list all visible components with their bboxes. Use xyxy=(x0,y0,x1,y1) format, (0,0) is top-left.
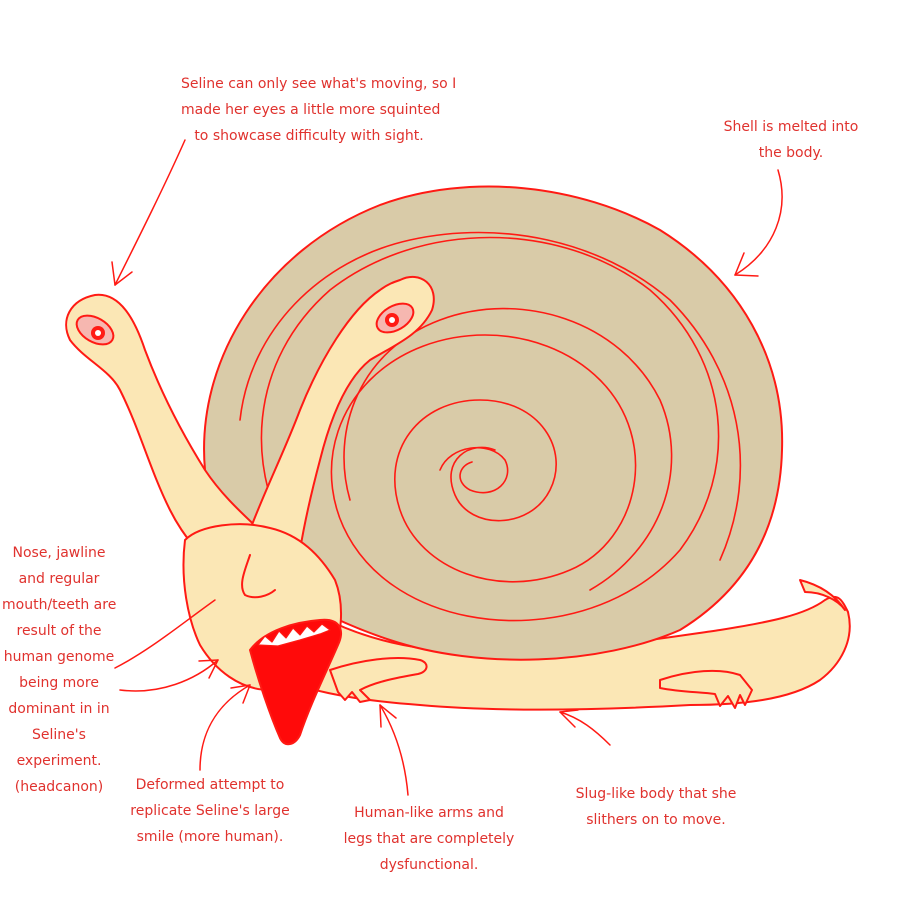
annotation-line: dysfunctional. xyxy=(379,857,479,873)
annotation-line: made her eyes a little more squinted xyxy=(181,102,441,118)
human-like-leg xyxy=(659,669,753,709)
annotation-line: smile (more human). xyxy=(136,829,284,845)
teeth xyxy=(257,623,331,647)
human-like-arm xyxy=(329,657,428,703)
left-eye xyxy=(75,314,115,346)
nose xyxy=(241,554,276,599)
tail-tip xyxy=(799,579,846,611)
annotation-line: slithers on to move. xyxy=(586,812,726,828)
annotation-line: Shell is melted into xyxy=(723,119,859,135)
annotation-line: mouth/teeth are xyxy=(2,597,117,613)
annotation-line: Seline's xyxy=(32,727,86,743)
annotation-line: the body. xyxy=(758,145,824,161)
annotation-line: being more xyxy=(19,675,99,691)
annotation-line: Human-like arms and xyxy=(354,805,504,821)
annotation-line: Seline can only see what's moving, so I xyxy=(181,76,457,92)
mouth xyxy=(249,618,342,746)
annotation-face: Nose, jawline and regular mouth/teeth ar… xyxy=(2,540,116,800)
annotation-line: Nose, jawline xyxy=(12,545,106,561)
annotation-arrows xyxy=(111,139,783,796)
annotation-line: replicate Seline's large xyxy=(130,803,290,819)
annotation-smile: Deformed attempt to replicate Seline's l… xyxy=(130,772,290,850)
right-eye-stalk xyxy=(249,275,435,551)
annotation-limbs: Human-like arms and legs that are comple… xyxy=(340,800,518,878)
annotation-line: Slug-like body that she xyxy=(575,786,737,802)
annotation-eyes: Seline can only see what's moving, so I … xyxy=(181,71,457,149)
annotation-line: experiment. xyxy=(16,753,102,769)
annotation-line: legs that are completely xyxy=(343,831,515,847)
right-eye xyxy=(375,302,415,334)
annotation-line: result of the xyxy=(16,623,102,639)
shell-spiral xyxy=(239,231,742,622)
annotation-line: to showcase difficulty with sight. xyxy=(194,128,424,144)
annotation-line: (headcanon) xyxy=(14,779,104,795)
annotation-line: dominant in in xyxy=(8,701,110,717)
shell xyxy=(203,185,784,661)
annotation-line: Deformed attempt to xyxy=(135,777,285,793)
annotation-line: human genome xyxy=(3,649,115,665)
annotation-line: and regular xyxy=(18,571,100,587)
annotation-body: Slug-like body that she slithers on to m… xyxy=(570,781,742,833)
annotation-shell: Shell is melted into the body. xyxy=(718,114,864,166)
